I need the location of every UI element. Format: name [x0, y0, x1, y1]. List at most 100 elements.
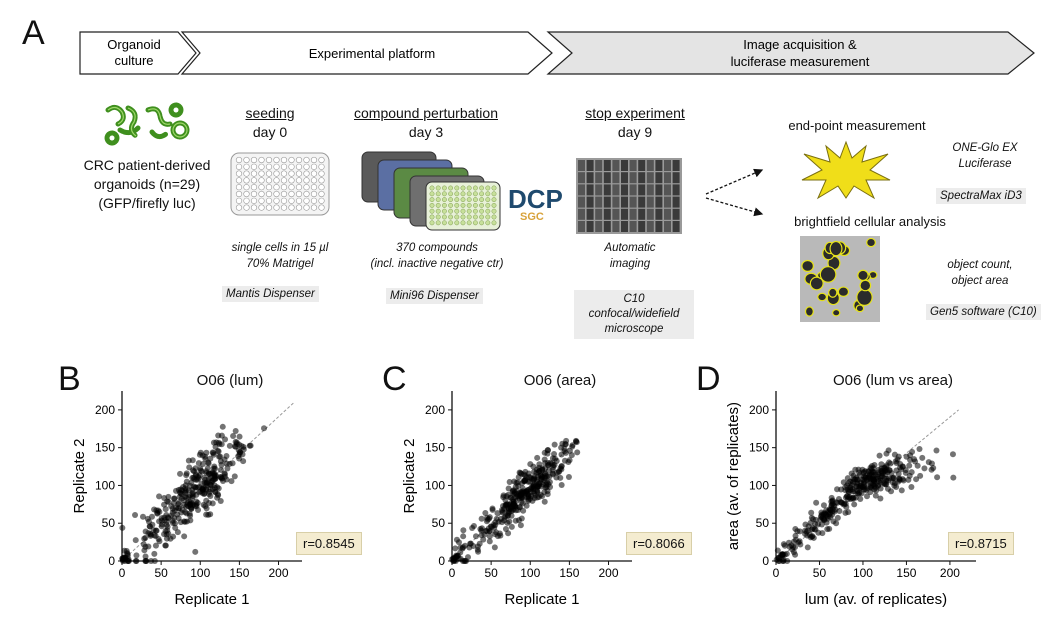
data-point [916, 446, 923, 453]
data-point [472, 533, 479, 540]
imaging-tile [638, 196, 646, 208]
data-point [774, 547, 781, 554]
imaging-tile [612, 184, 620, 196]
data-point [545, 462, 552, 469]
imaging-tile [655, 160, 663, 171]
plate-well [250, 190, 258, 198]
branch-arrows [705, 168, 764, 217]
data-point [878, 461, 885, 468]
data-point [482, 509, 489, 516]
data-point [917, 472, 924, 479]
x-tick-label: 150 [559, 566, 579, 580]
data-point [175, 515, 182, 522]
compound-well [491, 191, 497, 197]
data-point [221, 456, 228, 463]
compound-well [485, 208, 491, 214]
organoid-object [819, 266, 837, 283]
data-point [489, 505, 496, 512]
y-tick-label: 100 [749, 478, 769, 492]
data-point [217, 497, 224, 504]
plate-well [235, 190, 243, 198]
data-point [812, 520, 819, 527]
data-point [542, 475, 549, 482]
data-point [194, 484, 201, 491]
seeding-tag: Mantis Dispenser [222, 286, 319, 302]
data-point [185, 503, 192, 510]
data-point [230, 432, 237, 439]
data-point [132, 511, 139, 518]
data-point [213, 439, 220, 446]
data-point [823, 511, 830, 518]
plate-well [250, 163, 258, 170]
data-point [218, 474, 225, 481]
data-point [467, 540, 474, 547]
imaging-tile [664, 221, 671, 232]
data-point [207, 455, 214, 462]
imaging-tile [586, 160, 594, 171]
data-point [574, 449, 581, 456]
data-point [828, 494, 835, 501]
imaging-tile [603, 184, 611, 196]
endpoint-desc: ONE-Glo EX Luciferase [952, 142, 1018, 170]
imaging-tile [655, 196, 663, 208]
plate-well [235, 170, 243, 177]
compound-well [454, 203, 460, 208]
y-tick-label: 0 [108, 554, 115, 568]
data-point [884, 485, 891, 492]
imaging-tile [586, 221, 594, 232]
organoid-object [866, 237, 876, 248]
data-point [170, 533, 177, 540]
compound-well [460, 220, 466, 226]
imaging-tile [578, 221, 585, 232]
imaging-tile [629, 196, 637, 208]
data-point [505, 485, 512, 492]
data-point [845, 494, 852, 501]
compound-well [454, 191, 460, 197]
data-point [461, 558, 468, 564]
organoid-object [809, 276, 824, 291]
data-point [480, 536, 487, 543]
data-point [180, 501, 187, 508]
x-tick-label: 100 [853, 566, 873, 580]
data-point [851, 501, 858, 508]
data-point [177, 470, 184, 477]
data-point [831, 508, 838, 515]
imaging-tile [586, 172, 594, 184]
plate-well [250, 156, 258, 164]
data-point [212, 489, 219, 496]
seeding-desc: single cells in 15 µl 70% Matrigel [231, 242, 329, 270]
data-point [521, 478, 528, 485]
data-point [154, 510, 161, 517]
imaging-tile [672, 184, 680, 196]
imaging-tile [638, 160, 646, 171]
data-point [802, 521, 809, 528]
data-point [873, 487, 880, 494]
compound-well [473, 185, 478, 191]
data-point [850, 472, 857, 479]
data-point [453, 553, 460, 560]
data-point [510, 487, 517, 494]
plate-well [295, 156, 303, 164]
data-point [171, 507, 178, 514]
compound-well [479, 220, 485, 226]
compound-well [448, 185, 454, 191]
identity-line [775, 409, 959, 562]
compound-well [448, 214, 454, 220]
compound-well [429, 191, 435, 197]
data-point [561, 457, 568, 464]
data-point [148, 531, 155, 538]
panel-letter-d: D [696, 360, 721, 398]
data-point [950, 474, 957, 481]
plate-well [318, 184, 325, 191]
data-point [886, 459, 893, 466]
data-point [476, 540, 483, 547]
data-point [192, 502, 199, 509]
workflow-arrows: Organoid culture Experimental platform I… [79, 31, 1035, 75]
imaging-tile [646, 172, 654, 184]
compound-well [448, 197, 454, 202]
data-point [847, 487, 854, 494]
plate-well [265, 204, 273, 211]
compound-well [466, 203, 472, 208]
plate-well [310, 204, 318, 211]
